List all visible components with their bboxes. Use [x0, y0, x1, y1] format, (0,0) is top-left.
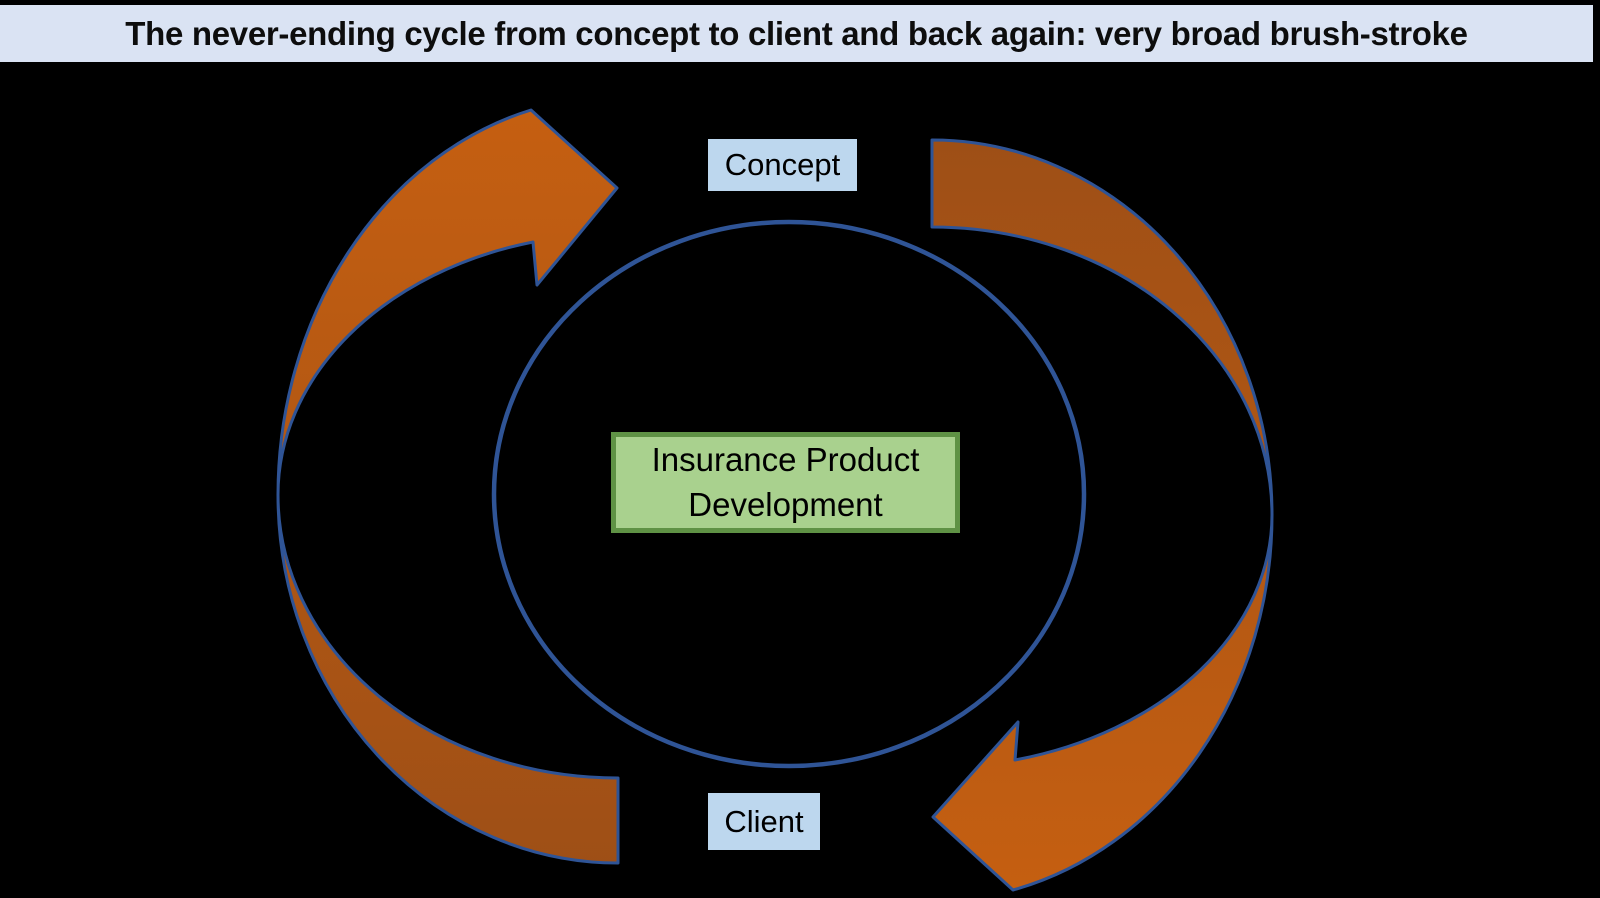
- cycle-arrow-left: [276, 108, 620, 865]
- arrow-right-front-band: [931, 513, 1274, 892]
- cycle-arrow-right: [930, 138, 1274, 892]
- arrow-left-front-band: [276, 108, 619, 497]
- slide-title: The never-ending cycle from concept to c…: [0, 5, 1593, 62]
- process-circle: [491, 219, 1087, 769]
- arrow-left-back-band: [276, 493, 620, 865]
- concept-label: Concept: [708, 139, 857, 191]
- arrow-right-back-band: [930, 138, 1274, 517]
- insurance-product-development-box: Insurance Product Development: [611, 432, 960, 533]
- client-label: Client: [708, 793, 820, 850]
